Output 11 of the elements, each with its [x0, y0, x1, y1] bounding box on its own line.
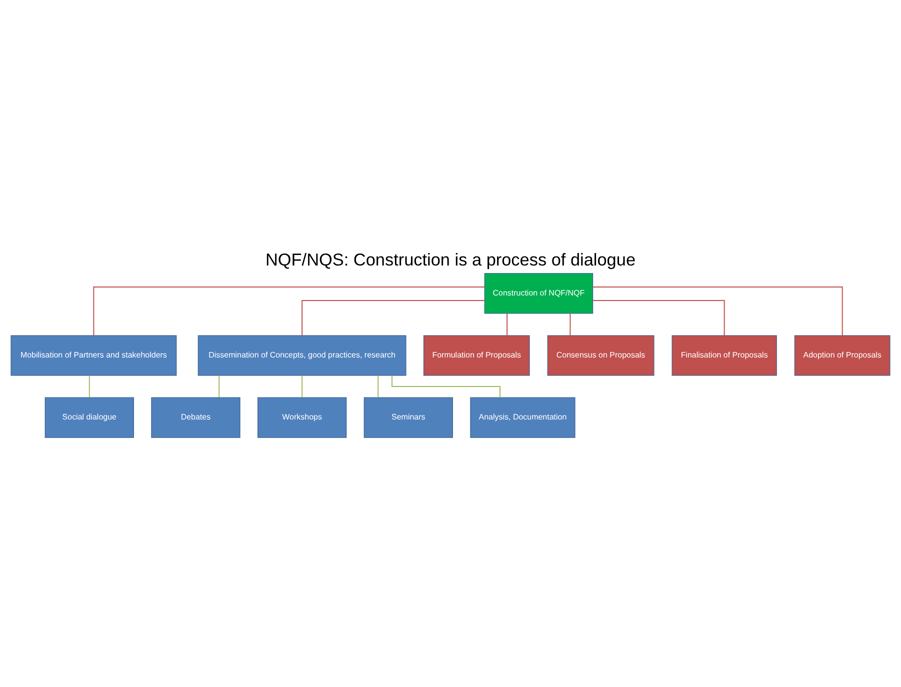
connector	[218, 374, 220, 398]
connector	[570, 312, 571, 336]
connector	[93, 286, 486, 336]
connector	[88, 374, 90, 398]
connector	[302, 374, 303, 398]
diagram-title: NQF/NQS: Construction is a process of dialogue	[265, 250, 636, 270]
connector	[378, 374, 379, 398]
connector	[592, 286, 843, 336]
connector	[506, 312, 508, 336]
connector	[592, 300, 725, 336]
connector	[302, 300, 485, 336]
